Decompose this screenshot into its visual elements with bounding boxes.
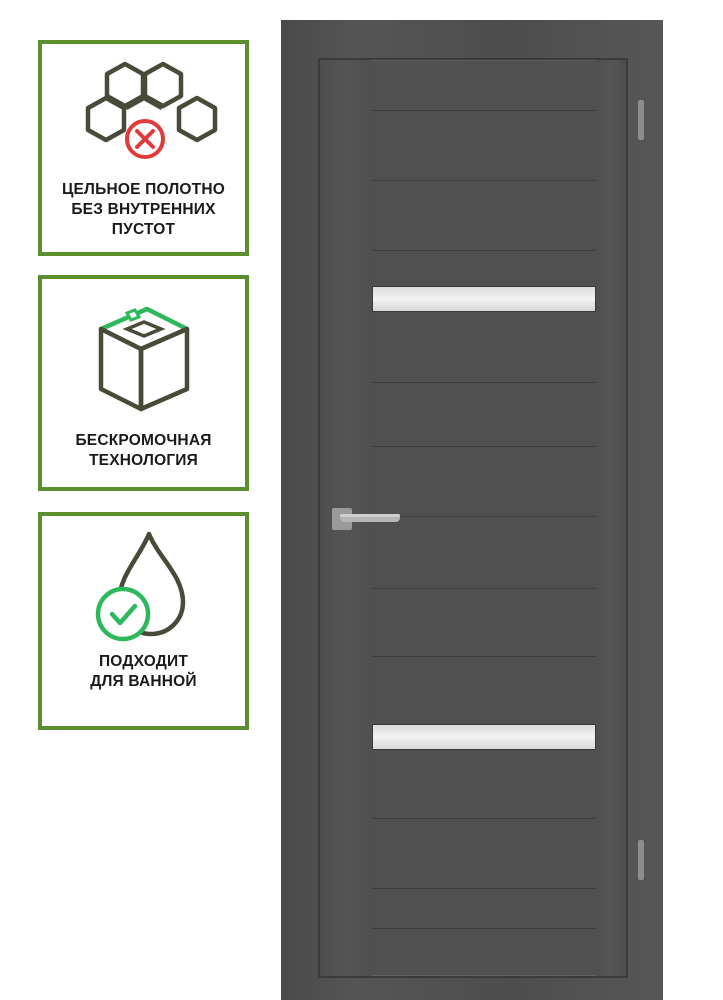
feature-card-edgeless: БЕСКРОМОЧНАЯ ТЕХНОЛОГИЯ xyxy=(38,275,249,491)
feature-text: ПОДХОДИТ ДЛЯ ВАННОЙ xyxy=(90,653,197,690)
door-rail xyxy=(372,818,596,819)
door-rail xyxy=(372,250,596,251)
door-rail xyxy=(372,382,596,383)
door-leaf xyxy=(318,58,628,978)
door-rail xyxy=(372,928,596,929)
feature-card-bathroom: ПОДХОДИТ ДЛЯ ВАННОЙ xyxy=(38,512,249,730)
edgeless-cube-icon xyxy=(42,291,245,416)
honeycomb-cross-icon xyxy=(42,56,245,181)
feature-card-solid-leaf: ЦЕЛЬНОЕ ПОЛОТНО БЕЗ ВНУТРЕННИХ ПУСТОТ xyxy=(38,40,249,256)
door-rail xyxy=(372,516,596,517)
door-rail xyxy=(372,656,596,657)
door-rail xyxy=(372,446,596,447)
door-handle xyxy=(330,508,400,530)
water-drop-check-icon xyxy=(42,528,245,653)
door-hinge-top xyxy=(638,100,644,140)
door-image xyxy=(281,20,663,1000)
door-rail xyxy=(372,588,596,589)
feature-text: ЦЕЛЬНОЕ ПОЛОТНО БЕЗ ВНУТРЕННИХ ПУСТОТ xyxy=(61,181,226,238)
door-rail xyxy=(372,180,596,181)
door-hinge-bottom xyxy=(638,840,644,880)
door-stile-right xyxy=(596,60,626,976)
door-rail xyxy=(372,888,596,889)
door-rail xyxy=(372,110,596,111)
glass-insert-bottom xyxy=(372,724,596,750)
glass-insert-top xyxy=(372,286,596,312)
feature-text: БЕСКРОМОЧНАЯ ТЕХНОЛОГИЯ xyxy=(75,432,212,469)
